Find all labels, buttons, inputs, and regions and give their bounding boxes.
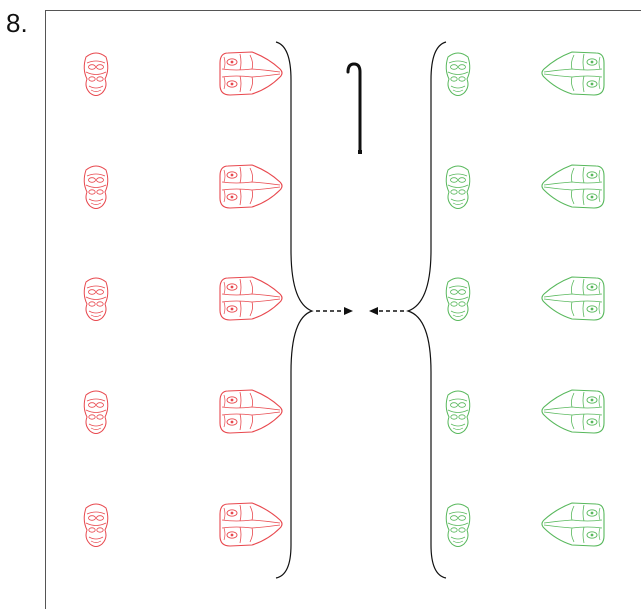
mask-side-large-icon: [541, 389, 605, 434]
dashed-arrow-left: [369, 307, 404, 315]
mask-front-small-icon: [445, 52, 471, 96]
mask-front-small-icon: [83, 503, 109, 547]
green-mask-group: [445, 51, 605, 547]
red-mask-group: [83, 51, 283, 547]
item-number: 8.: [6, 8, 28, 38]
mask-side-large-icon: [219, 389, 283, 434]
mask-side-large-icon: [219, 276, 283, 321]
walking-cane-icon: [346, 62, 362, 154]
dashed-arrow-right: [316, 307, 353, 315]
mask-front-small-icon: [83, 277, 109, 321]
mask-side-large-icon: [219, 51, 283, 96]
mask-side-large-icon: [541, 502, 605, 547]
mask-side-large-icon: [219, 164, 283, 209]
mask-side-large-icon: [541, 51, 605, 96]
mask-side-large-icon: [541, 164, 605, 209]
mask-front-small-icon: [445, 390, 471, 434]
left-brace: [275, 41, 314, 579]
mask-front-small-icon: [83, 390, 109, 434]
mask-front-small-icon: [445, 165, 471, 209]
mask-front-small-icon: [83, 165, 109, 209]
right-brace: [406, 41, 447, 579]
mask-front-small-icon: [445, 503, 471, 547]
mask-front-small-icon: [83, 52, 109, 96]
mask-side-large-icon: [219, 502, 283, 547]
mask-front-small-icon: [445, 277, 471, 321]
mask-side-large-icon: [541, 276, 605, 321]
